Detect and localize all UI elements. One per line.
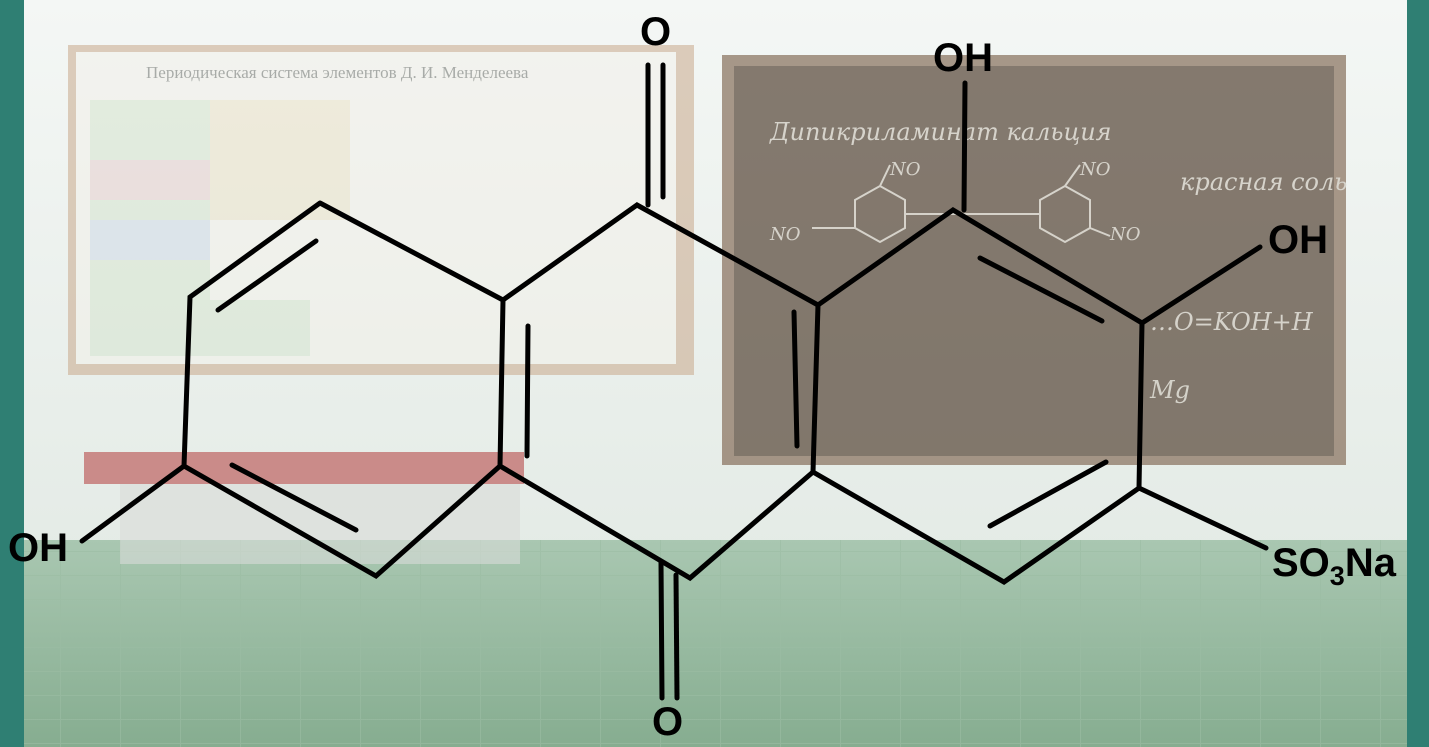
carbonyl-bottom-2 (673, 572, 680, 701)
right-ring-inner-1 (977, 255, 1105, 324)
board-group-3: NO (769, 224, 801, 245)
molecule-bonds (79, 62, 1269, 701)
bond-oh-left (79, 463, 187, 544)
sulfonate-label-post: Na (1344, 541, 1396, 585)
oxygen-label-top: O (640, 10, 672, 54)
desk (84, 452, 524, 564)
middle-ring-inner-1 (524, 323, 531, 459)
left-ring-inner-1 (215, 238, 319, 313)
oxygen-label-bottom: O (652, 700, 684, 744)
bond-so3na (1136, 485, 1269, 551)
board-group-1: NO (889, 159, 921, 180)
hydroxyl-label-right: OH (1268, 218, 1328, 262)
sulfonate-label-sub: 3 (1329, 561, 1345, 591)
board-group-4: NO (1109, 224, 1141, 245)
board-group-2: NO (1079, 159, 1111, 180)
right-ring (810, 207, 1145, 585)
floor-tiles (24, 540, 1407, 747)
bond-oh-right (1139, 244, 1263, 326)
right-ring-inner-2 (987, 459, 1109, 529)
board-equation: …O=KOH+H (1150, 308, 1314, 336)
middle-ring-inner-2 (791, 309, 800, 449)
poster-cells (90, 100, 350, 356)
periodic-table-poster: Периодическая система элементов Д. И. Ме… (68, 45, 694, 375)
middle-ring (497, 202, 821, 582)
board-title: Дипикриламинат кальция (769, 118, 1112, 146)
carbonyl-bottom-1 (658, 559, 665, 701)
sulfonate-label-pre: SO (1272, 541, 1330, 585)
left-ring-inner-2 (229, 462, 359, 533)
board-symbol: Mg (1149, 376, 1190, 404)
sulfonate-label: SO3Na (1272, 541, 1396, 590)
hydroxyl-label-left: OH (8, 526, 68, 570)
hydroxyl-label-top: OH (933, 36, 993, 80)
board-caption: красная соль (1180, 168, 1347, 196)
bond-oh-top (961, 80, 968, 213)
poster-title: Периодическая система элементов Д. И. Ме… (146, 63, 529, 82)
